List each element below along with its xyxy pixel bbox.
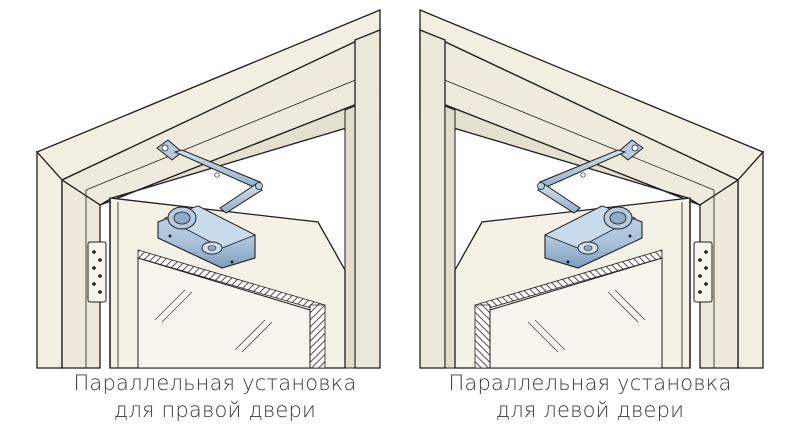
right-door-panel	[36, 9, 381, 369]
right-door-caption: Параллельная установка для правой двери	[25, 370, 405, 424]
door-closer-icon	[36, 9, 381, 369]
right-door-caption-line2: для правой двери	[113, 398, 317, 422]
left-door-caption: Параллельная установка для левой двери	[400, 370, 780, 424]
right-door-caption-line1: Параллельная установка	[73, 371, 357, 395]
left-door-caption-line1: Параллельная установка	[448, 371, 732, 395]
door-closer-icon	[419, 9, 764, 369]
left-door-caption-line2: для левой двери	[495, 398, 685, 422]
left-door-panel	[419, 9, 764, 369]
